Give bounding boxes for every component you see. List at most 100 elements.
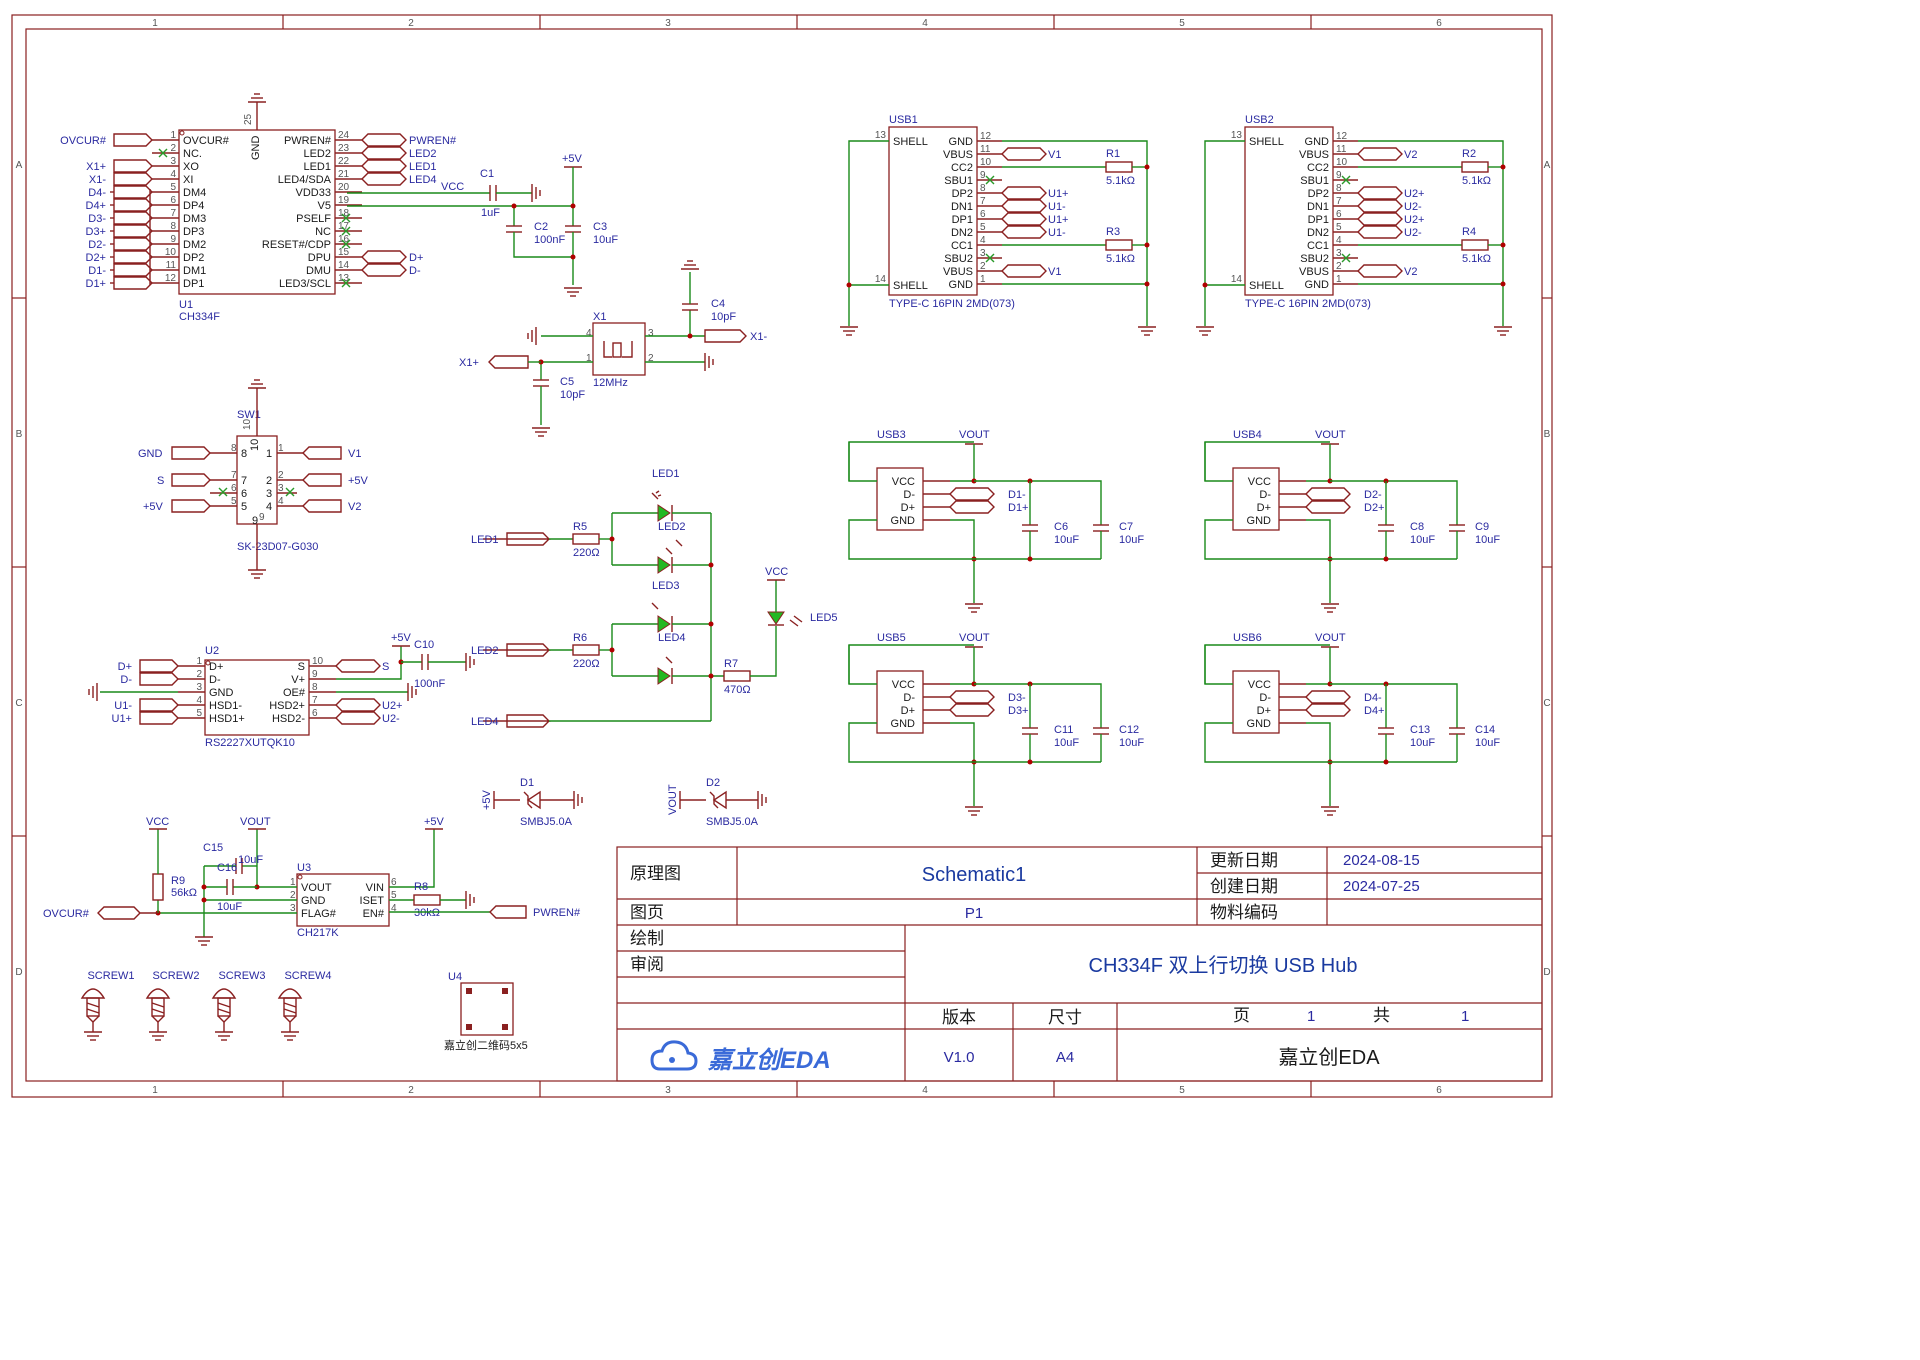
u3-power-switch[interactable]: U3 CH217K VOUT GND FLAG# VIN ISET EN# 1 … [43, 816, 581, 946]
screw-ref: SCREW1 [87, 970, 134, 982]
usbc-pin-num: 6 [1336, 209, 1342, 220]
usba-pin-name: D+ [901, 502, 915, 514]
u2-pin-num: 9 [312, 669, 318, 680]
usbc-pin-num: 11 [980, 144, 991, 155]
usba-pin-name: D+ [1257, 502, 1271, 514]
usba-ca-val: 10uF [1410, 534, 1435, 546]
u1-pin-num: 10 [165, 247, 177, 258]
usba-ref: USB3 [877, 429, 906, 441]
u3-ovcur-net: OVCUR# [43, 908, 90, 920]
u2-pin-num: 7 [312, 695, 318, 706]
u1-pin-name: DM2 [183, 239, 206, 251]
u1-pin-num: 24 [338, 130, 350, 141]
usba-dm-net: D3- [1008, 692, 1026, 704]
sw1-part: SK-23D07-G030 [237, 541, 318, 553]
usbc-ref: USB2 [1245, 114, 1274, 126]
usbc-pin-num: 5 [1336, 222, 1342, 233]
u2-pin-num: 5 [196, 708, 202, 719]
c4-val: 10pF [711, 311, 736, 323]
usba-pin-name: VCC [1248, 679, 1271, 691]
usba-pin-name: D- [903, 692, 915, 704]
c15-val: 10uF [238, 854, 263, 866]
u3-pin2-num: 2 [290, 890, 296, 901]
usbc-vbus-net: V2 [1404, 266, 1417, 278]
screw-ref: SCREW2 [152, 970, 199, 982]
sw1-pin9-in: 9 [252, 515, 258, 527]
usba-ca-val: 10uF [1054, 737, 1079, 749]
usba-cb-val: 10uF [1119, 737, 1144, 749]
u1-pin-num: 20 [338, 182, 350, 193]
vcc-net: VCC [441, 181, 464, 193]
u3-part: CH217K [297, 927, 339, 939]
usbc-pin-name: GND [1305, 136, 1330, 148]
u3-5v-net: +5V [424, 816, 445, 828]
led4-ref: LED4 [658, 632, 686, 644]
led2-ref: LED2 [658, 521, 686, 533]
sw1-pin2: 2 [278, 470, 284, 481]
u3-pin-en: EN# [363, 908, 385, 920]
vdd-decoupling: VCC C1 1uF +5V C2 100nF C3 10uF [347, 153, 618, 297]
x1-crystal[interactable]: X1 12MHz 4 1 3 2 C4 10pF X1- X1+ C5 10pF [459, 260, 767, 437]
u1-pin-num: 12 [165, 273, 177, 284]
usba-pin-name: VCC [892, 476, 915, 488]
row-label: D [15, 967, 22, 978]
screw-icon: SCREW4 [277, 970, 332, 1041]
x1-net-left: X1+ [459, 357, 479, 369]
usba-dp-net: D3+ [1008, 705, 1029, 717]
u1-pin-name: PWREN# [284, 135, 332, 147]
u3-vout-net: VOUT [240, 816, 271, 828]
usba-cb-val: 10uF [1475, 534, 1500, 546]
usbc-pin-name: VBUS [943, 266, 973, 278]
u2-pin-num: 1 [196, 656, 202, 667]
title-block: 原理图 Schematic1 图页 P1 更新日期 2024-08-15 创建日… [616, 846, 1543, 1082]
usbc-vbus-net: V2 [1404, 149, 1417, 161]
tb-total: 1 [1461, 1008, 1469, 1025]
usbc-rbot-ref: R4 [1462, 226, 1476, 238]
d2-ref: D2 [706, 777, 720, 789]
u1-pin-num: 5 [170, 182, 176, 193]
u1-net-label: D1- [88, 265, 106, 277]
usba-pin-name: D+ [901, 705, 915, 717]
usbc-rbot-val: 5.1kΩ [1106, 253, 1135, 265]
u1-net-label: LED1 [409, 161, 437, 173]
usbc-pin-num: 10 [1336, 157, 1348, 168]
usbc-pin-num: 14 [1231, 274, 1243, 285]
tb-size: A4 [1056, 1049, 1074, 1066]
row-label: C [1543, 698, 1550, 709]
led5-ref: LED5 [810, 612, 838, 624]
usbc-pin-num: 5 [980, 222, 986, 233]
usbc-pin-num: 3 [980, 248, 986, 259]
u2-pin-name: V+ [291, 674, 305, 686]
tb-label-updated: 更新日期 [1210, 851, 1278, 870]
screw-ref: SCREW4 [284, 970, 331, 982]
usbc-pin-name: DN2 [951, 227, 973, 239]
d1-ref: D1 [520, 777, 534, 789]
u2-pin-name: D- [209, 674, 221, 686]
col-label: 2 [408, 18, 414, 29]
u1-pin-num: 9 [170, 234, 176, 245]
usba-pin-name: VCC [892, 679, 915, 691]
usbc-pin-name: VBUS [1299, 266, 1329, 278]
u3-pin-gnd: GND [301, 895, 326, 907]
u1-pin-name: DP4 [183, 200, 204, 212]
u1-net-label: D4- [88, 187, 106, 199]
tb-label-created: 创建日期 [1210, 877, 1278, 896]
sw1-switch[interactable]: SW1 SK-23D07-G030 10 10 9 9 8 8 7 7 6 6 … [138, 379, 369, 579]
tb-project-title: CH334F 双上行切换 USB Hub [1089, 954, 1358, 977]
usbc-pin-name: CC1 [1307, 240, 1329, 252]
usba-cb-ref: C14 [1475, 724, 1495, 736]
u1-pin-name: DM3 [183, 213, 206, 225]
u1-pin-num: 17 [338, 221, 350, 232]
p5v-net: +5V [562, 153, 583, 165]
led4-net: LED4 [471, 716, 499, 728]
screw-icon: SCREW1 [80, 970, 135, 1041]
col-label: 4 [922, 18, 928, 29]
